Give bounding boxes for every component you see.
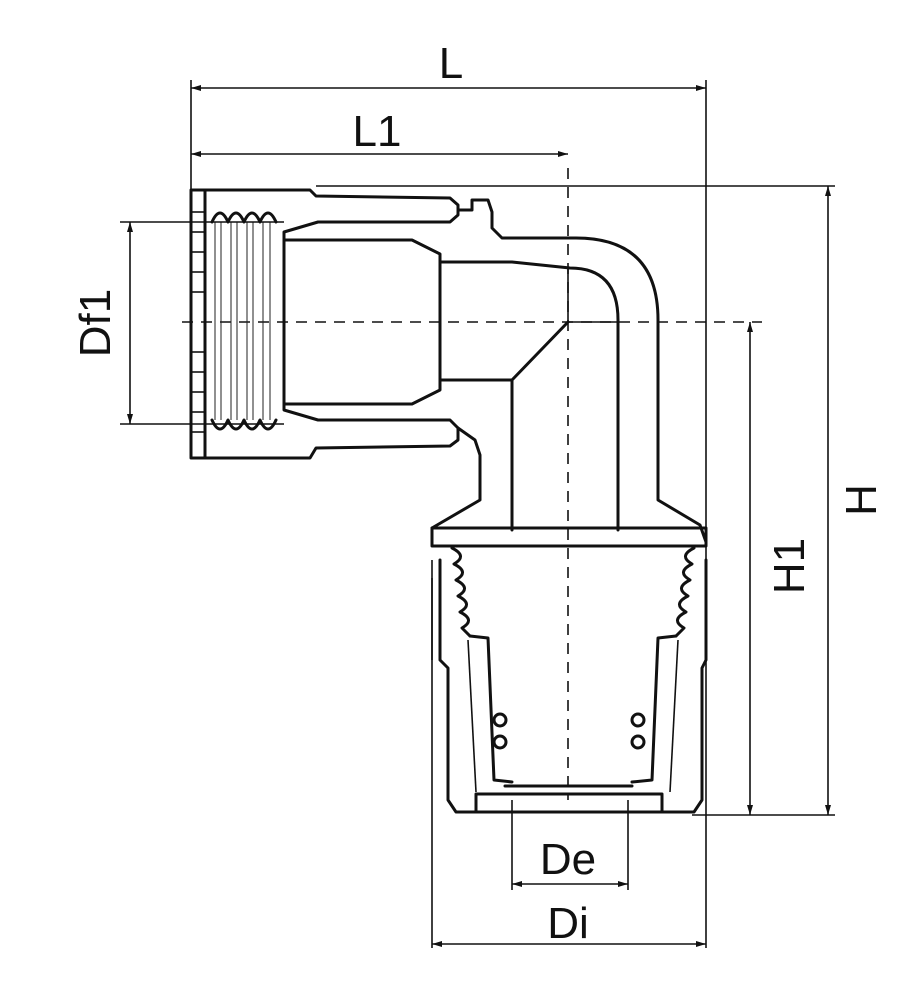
inner-bore — [438, 260, 620, 532]
extension-lines — [120, 80, 835, 948]
nut-thread-bottom — [210, 418, 278, 431]
nut-thread-top — [210, 211, 278, 224]
left-thread — [450, 546, 472, 638]
elbow-outer-top — [456, 198, 708, 544]
socket-collar — [430, 526, 708, 548]
bottom-ring — [474, 784, 664, 814]
nut-serrations — [191, 211, 205, 433]
label-L: L — [439, 39, 463, 88]
dimension-lines — [127, 85, 831, 947]
inner-socket — [282, 238, 442, 406]
sleeve-line-left — [467, 639, 477, 793]
nut-thread-lines — [214, 222, 271, 420]
label-H1: H1 — [765, 538, 814, 594]
o-rings — [492, 712, 646, 750]
label-Df1: Df1 — [71, 289, 120, 357]
inner-bore-lower — [438, 378, 514, 532]
o-ring-right-lower — [630, 734, 646, 750]
label-De: De — [540, 835, 596, 884]
left-threaded-nut — [189, 188, 460, 460]
elbow-body — [282, 198, 708, 544]
inner-sleeve-left — [468, 634, 514, 784]
label-L1: L1 — [353, 107, 402, 156]
label-Di: Di — [547, 899, 589, 948]
nut-face — [189, 188, 207, 460]
lower-socket — [430, 526, 708, 814]
nut-body — [203, 188, 460, 460]
socket-outer — [438, 558, 708, 814]
label-H: H — [837, 484, 886, 516]
o-ring-right-upper — [630, 712, 646, 728]
inner-diagonal — [510, 320, 570, 382]
sleeve-line-right — [669, 639, 679, 793]
inner-sleeve-right — [630, 634, 678, 784]
o-ring-left-lower — [492, 734, 508, 750]
dimension-labels: L L1 Df1 H H1 De Di — [71, 39, 886, 948]
right-thread — [674, 546, 696, 638]
o-ring-left-upper — [492, 712, 508, 728]
